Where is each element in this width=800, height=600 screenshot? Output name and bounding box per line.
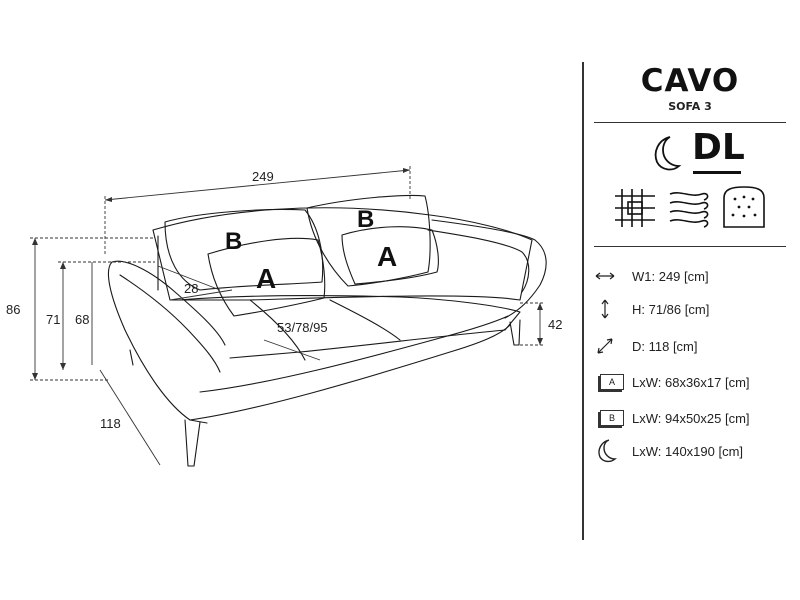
foam-icon <box>723 186 765 228</box>
cushion-a-badge: A <box>600 374 624 390</box>
spec-sleeping-text: LxW: 140x190 [cm] <box>632 443 744 459</box>
arm-width-label: 28 <box>184 281 198 296</box>
header-rule <box>594 122 786 123</box>
product-name: CAVO <box>640 63 740 99</box>
cushion-a-left <box>207 237 326 317</box>
function-underline <box>693 171 741 174</box>
width-dimension-label: 249 <box>252 169 274 184</box>
cushion-b-label-left: B <box>225 228 242 255</box>
specs-rule <box>594 246 786 247</box>
cushion-b-label-right: B <box>357 206 374 233</box>
spec-row-depth: D: 118 [cm] <box>594 335 698 357</box>
frame-grid-icon <box>615 189 655 227</box>
cushion-b-right <box>306 194 431 287</box>
spec-row-sleeping: LxW: 140x190 [cm] <box>594 439 744 463</box>
sofa-seat <box>177 295 521 359</box>
sofa-leg-front <box>184 419 201 467</box>
spec-row-height: H: 71/86 [cm] <box>594 298 709 320</box>
moon-icon <box>654 136 682 171</box>
spec-cushion-a-text: LxW: 68x36x17 [cm] <box>632 374 750 390</box>
spring-icon <box>669 192 709 228</box>
cushion-a-label-right: A <box>377 241 397 272</box>
spec-cushion-b-text: LxW: 94x50x25 [cm] <box>632 410 750 426</box>
cushion-b-icon: B <box>594 407 628 429</box>
panel-divider <box>582 62 584 540</box>
sofa-left-arm <box>107 261 208 424</box>
spec-width-text: W1: 249 [cm] <box>632 268 709 284</box>
cushion-b-badge: B <box>600 410 624 426</box>
arm-height-label: 68 <box>75 312 89 327</box>
sleep-moon-icon <box>594 439 628 463</box>
sofa-right-arm <box>431 219 547 319</box>
spec-height-text: H: 71/86 [cm] <box>632 301 710 317</box>
leg-height-label: 42 <box>548 317 562 332</box>
sofa-technical-drawing: 249 86 71 68 118 42 28 53/78/95 B B A A <box>6 166 562 467</box>
cushion-b-left <box>164 208 324 291</box>
cushion-a-right <box>341 226 439 285</box>
spec-depth-text: D: 118 [cm] <box>632 338 698 354</box>
depth-label: 118 <box>100 416 121 431</box>
seat-height-label: 53/78/95 <box>277 320 328 335</box>
function-code: DL <box>692 127 745 168</box>
depth-arrow-icon <box>594 335 628 357</box>
spec-row-cushion-a: A LxW: 68x36x17 [cm] <box>594 371 750 393</box>
back-height-label: 71 <box>46 312 60 327</box>
width-arrow-icon <box>594 265 628 287</box>
total-height-label: 86 <box>6 302 20 317</box>
spec-row-cushion-b: B LxW: 94x50x25 [cm] <box>594 407 750 429</box>
cushion-a-icon: A <box>594 371 628 393</box>
product-model: SOFA 3 <box>668 100 712 113</box>
cushion-a-label-left: A <box>256 263 276 294</box>
spec-row-width: W1: 249 [cm] <box>594 265 709 287</box>
height-arrow-icon <box>594 298 628 320</box>
